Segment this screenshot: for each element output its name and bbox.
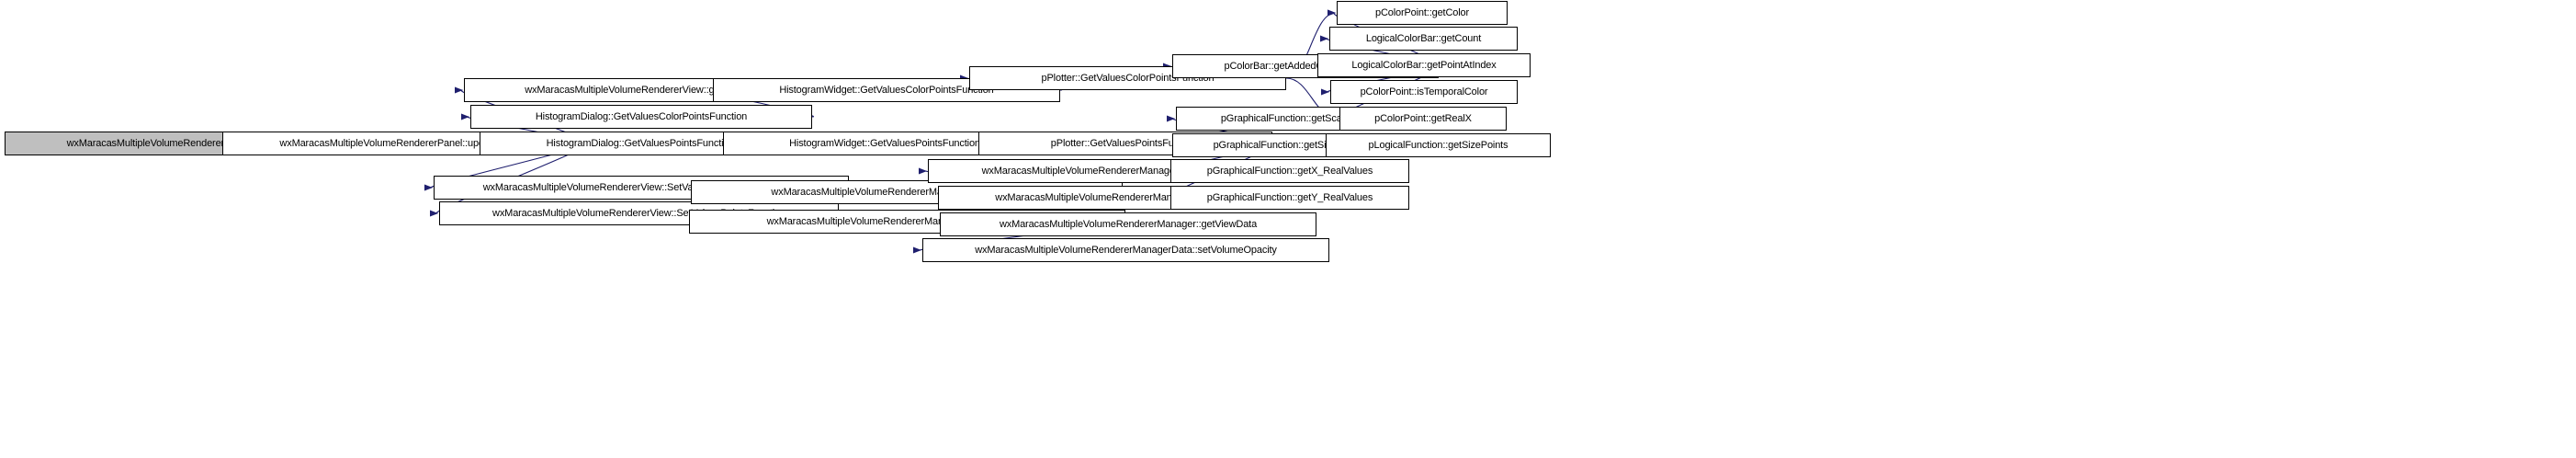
graph-node-label: pLogicalFunction::getSizePoints — [1368, 139, 1508, 151]
graph-node[interactable]: pColorPoint::getRealX — [1339, 107, 1507, 131]
graph-node-label: wxMaracasMultipleVolumeRendererManager::… — [995, 191, 1260, 203]
graph-node-label: pGraphicalFunction::getX_RealValues — [1206, 165, 1373, 177]
graph-node-label: wxMaracasMultipleVolumeRendererManager::… — [999, 218, 1258, 230]
graph-node-label: pColorPoint::isTemporalColor — [1360, 86, 1488, 97]
graph-node-label: HistogramWidget::GetValuesPointsFunction — [789, 137, 980, 149]
graph-node-label: pPlotter::GetValuesPointsFunction — [1050, 137, 1201, 149]
graph-node-label: LogicalColorBar::getPointAtIndex — [1351, 59, 1497, 71]
graph-node-label: pColorBar::getAddedColorsPointsList — [1224, 60, 1387, 72]
graph-node-label: pColorPoint::getColor — [1374, 6, 1470, 18]
graph-node-label: wxMaracasMultipleVolumeRendererManager::… — [766, 215, 1048, 227]
graph-node[interactable]: wxMaracasMultipleVolumeRendererManagerDa… — [922, 238, 1329, 262]
graph-node-label: wxMaracasMultipleVolumeRendererPanel::on… — [66, 137, 324, 149]
graph-node-label: HistogramWidget::GetValuesColorPointsFun… — [779, 84, 994, 96]
graph-node[interactable]: pColorPoint::isTemporalColor — [1330, 80, 1518, 104]
graph-node-label: pPlotter::GetValuesColorPointsFunction — [1041, 72, 1215, 84]
graph-node-label: HistogramDialog::GetValuesColorPointsFun… — [535, 110, 748, 122]
graph-node[interactable]: LogicalColorBar::getPointAtIndex — [1317, 53, 1531, 77]
graph-node[interactable]: HistogramWidget::GetValuesColorPointsFun… — [713, 78, 1060, 102]
graph-node[interactable]: pLogicalFunction::getSizePoints — [1326, 133, 1551, 157]
graph-node-label: wxMaracasMultipleVolumeRendererPanel::up… — [279, 137, 531, 149]
graph-node-label: pColorPoint::getRealX — [1374, 112, 1472, 124]
graph-node-label: LogicalColorBar::getCount — [1365, 32, 1482, 44]
graph-node[interactable]: pGraphicalFunction::getX_RealValues — [1170, 159, 1409, 183]
graph-node-label: pGraphicalFunction::getScaleY — [1220, 112, 1357, 124]
graph-node[interactable]: pGraphicalFunction::getY_RealValues — [1170, 186, 1409, 210]
graph-node-label: wxMaracasMultipleVolumeRendererManager::… — [771, 186, 1043, 198]
graph-node-label: HistogramDialog::GetValuesPointsFunction — [546, 137, 735, 149]
graph-node[interactable]: LogicalColorBar::getCount — [1329, 27, 1518, 51]
graph-node[interactable]: HistogramDialog::GetValuesColorPointsFun… — [470, 105, 812, 129]
graph-node-label: pGraphicalFunction::getY_RealValues — [1206, 191, 1373, 203]
graph-node[interactable]: wxMaracasMultipleVolumeRendererManager::… — [940, 212, 1316, 236]
graph-node-label: wxMaracasMultipleVolumeRendererView::Set… — [482, 181, 800, 193]
graph-node-label: wxMaracasMultipleVolumeRendererManagerDa… — [975, 244, 1277, 256]
graph-node[interactable]: pColorPoint::getColor — [1337, 1, 1508, 25]
graph-node-label: wxMaracasMultipleVolumeRendererManagerDa… — [981, 165, 1274, 177]
graph-node-label: wxMaracasMultipleVolumeRendererView::get… — [525, 84, 760, 96]
graph-node-label: pGraphicalFunction::getSizePoints — [1213, 139, 1364, 151]
graph-node-label: wxMaracasMultipleVolumeRendererView::Set… — [492, 207, 785, 219]
